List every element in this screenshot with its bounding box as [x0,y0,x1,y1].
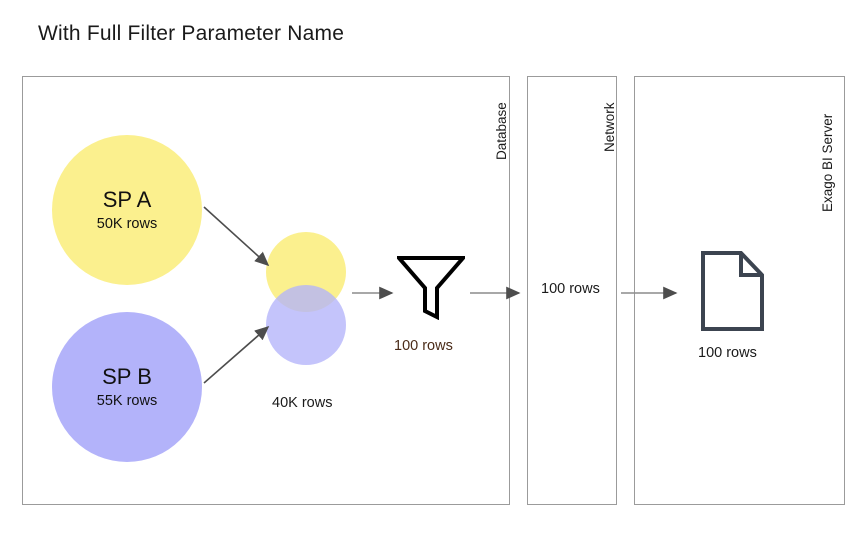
joined-circle-b [266,285,346,365]
joined-rows-label: 40K rows [272,395,333,411]
funnel-icon [394,255,468,321]
document-icon [700,250,765,332]
output-rows-label: 100 rows [698,345,757,361]
network-rows-label: 100 rows [541,281,600,297]
source-circle-sp-a: SP A 50K rows [52,135,202,285]
panel-label-network: Network [602,102,617,152]
panel-label-database: Database [494,102,509,160]
panel-network [527,76,617,505]
source-rows-sp-a: 50K rows [96,215,158,232]
panel-server [634,76,845,505]
source-name-sp-b: SP B [102,364,152,390]
panel-label-server: Exago BI Server [820,113,835,212]
page-title: With Full Filter Parameter Name [38,22,345,45]
source-name-sp-a: SP A [102,187,152,213]
filter-rows-label: 100 rows [394,338,453,354]
source-rows-sp-b: 55K rows [96,392,158,409]
source-circle-sp-b: SP B 55K rows [52,312,202,462]
